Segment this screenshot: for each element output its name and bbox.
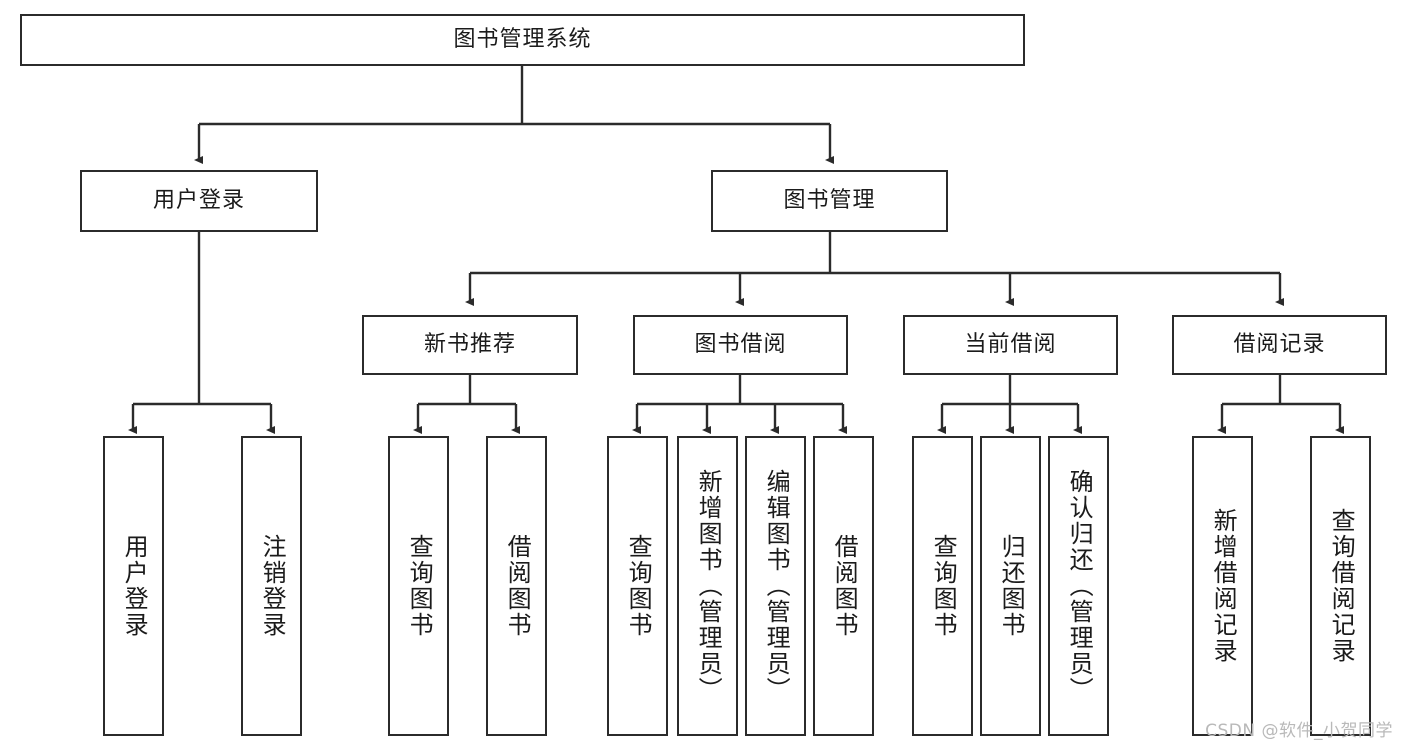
leaf-query-book-2-label: 查询图书 (624, 534, 653, 638)
leaf-user-login[interactable]: 用户登录 (103, 436, 164, 736)
node-book-borrow-label: 图书借阅 (694, 331, 787, 357)
node-book-manage-label: 图书管理 (783, 187, 876, 213)
leaf-add-book-label: 新增图书（管理员） (694, 469, 723, 703)
node-current-borrow[interactable]: 当前借阅 (903, 315, 1118, 375)
node-user-login-label: 用户登录 (152, 187, 245, 213)
leaf-borrow-book-2[interactable]: 借阅图书 (813, 436, 874, 736)
leaf-query-record-label: 查询借阅记录 (1327, 508, 1356, 664)
leaf-borrow-book-1-label: 借阅图书 (503, 534, 532, 638)
leaf-query-book-3[interactable]: 查询图书 (912, 436, 973, 736)
leaf-return-book-label: 归还图书 (997, 534, 1026, 638)
node-borrow-record-label: 借阅记录 (1233, 331, 1326, 357)
node-root[interactable]: 图书管理系统 (20, 14, 1025, 66)
node-user-login[interactable]: 用户登录 (80, 170, 318, 232)
node-current-borrow-label: 当前借阅 (964, 331, 1057, 357)
leaf-borrow-book-2-label: 借阅图书 (830, 534, 859, 638)
leaf-add-record-label: 新增借阅记录 (1209, 508, 1238, 664)
node-book-borrow[interactable]: 图书借阅 (633, 315, 848, 375)
leaf-edit-book-label: 编辑图书（管理员） (762, 469, 791, 703)
leaf-query-book-1-label: 查询图书 (405, 534, 434, 638)
leaf-logout-label: 注销登录 (258, 534, 287, 638)
leaf-query-book-1[interactable]: 查询图书 (388, 436, 449, 736)
leaf-add-book[interactable]: 新增图书（管理员） (677, 436, 738, 736)
node-book-manage[interactable]: 图书管理 (711, 170, 948, 232)
leaf-borrow-book-1[interactable]: 借阅图书 (486, 436, 547, 736)
node-new-book-recommend-label: 新书推荐 (423, 331, 516, 357)
leaf-logout[interactable]: 注销登录 (241, 436, 302, 736)
leaf-add-record[interactable]: 新增借阅记录 (1192, 436, 1253, 736)
leaf-edit-book[interactable]: 编辑图书（管理员） (745, 436, 806, 736)
node-borrow-record[interactable]: 借阅记录 (1172, 315, 1387, 375)
watermark: CSDN @软件_小贺同学 (1205, 721, 1393, 741)
leaf-return-book[interactable]: 归还图书 (980, 436, 1041, 736)
node-new-book-recommend[interactable]: 新书推荐 (362, 315, 578, 375)
leaf-query-record[interactable]: 查询借阅记录 (1310, 436, 1371, 736)
leaf-confirm-return-label: 确认归还（管理员） (1065, 469, 1094, 703)
leaf-confirm-return[interactable]: 确认归还（管理员） (1048, 436, 1109, 736)
node-root-label: 图书管理系统 (453, 26, 592, 52)
leaf-user-login-label: 用户登录 (120, 534, 149, 638)
leaf-query-book-2[interactable]: 查询图书 (607, 436, 668, 736)
leaf-query-book-3-label: 查询图书 (929, 534, 958, 638)
